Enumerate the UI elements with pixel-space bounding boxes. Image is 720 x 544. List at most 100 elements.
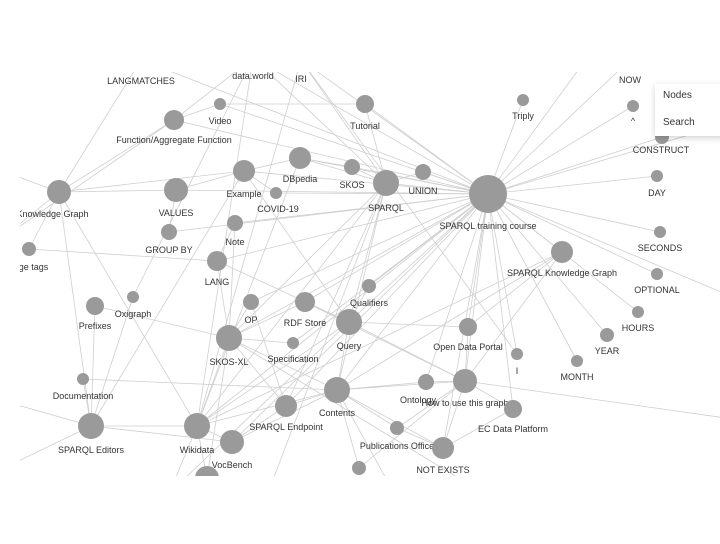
node-circle[interactable] [551,241,573,263]
node-circle[interactable] [220,430,244,454]
graph-node[interactable]: Tutorial [350,95,380,131]
node-circle[interactable] [511,348,523,360]
graph-node[interactable]: HOURS [622,306,655,333]
node-circle[interactable] [47,180,71,204]
node-circle[interactable] [270,187,282,199]
graph-node[interactable]: Specification [267,337,319,364]
graph-node[interactable]: SECONDS [638,226,683,253]
graph-node[interactable]: LANGMATCHES [107,72,175,86]
graph-node[interactable]: Query [336,309,362,351]
graph-node[interactable]: SPARQL training course [439,175,537,231]
node-circle[interactable] [469,175,507,213]
node-circle[interactable] [627,100,639,112]
graph-node[interactable]: Triply [512,94,534,121]
node-circle[interactable] [344,159,360,175]
graph-node[interactable]: SPARQL Knowledge Graph [507,241,617,278]
node-circle[interactable] [324,377,350,403]
node-circle[interactable] [632,306,644,318]
node-circle[interactable] [86,297,104,315]
node-circle[interactable] [459,318,477,336]
graph-node[interactable]: RDF Store [284,292,327,328]
node-circle[interactable] [415,164,431,180]
node-circle[interactable] [161,224,177,240]
graph-node[interactable]: IRI [295,72,307,84]
node-circle[interactable] [289,147,311,169]
graph-node[interactable]: UNION [409,164,438,196]
graph-node[interactable]: DBpedia [283,147,318,184]
node-circle[interactable] [207,251,227,271]
node-circle[interactable] [216,325,242,351]
graph-node[interactable]: SKOS [339,159,365,190]
graph-node[interactable]: Contents [319,377,356,418]
node-circle[interactable] [651,268,663,280]
graph-node[interactable]: SPARQL Editors [58,413,125,455]
node-circle[interactable] [227,215,243,231]
graph-node[interactable]: Video [209,98,232,126]
graph-node[interactable]: YEAR [595,328,620,356]
node-circle[interactable] [22,242,36,256]
node-circle[interactable] [243,294,259,310]
graph-node[interactable]: SPARQL [368,170,404,213]
graph-node[interactable]: Note [225,215,245,247]
menu-item-nodes[interactable]: Nodes [663,90,692,101]
node-circle[interactable] [432,437,454,459]
node-circle[interactable] [356,95,374,113]
graph-node[interactable]: Ontology [400,374,437,405]
graph-node[interactable]: DAY [648,170,666,198]
node-circle[interactable] [504,400,522,418]
graph-node[interactable]: Function/Aggregate Function [116,110,232,145]
node-circle[interactable] [600,328,614,342]
node-circle[interactable] [275,395,297,417]
graph-node[interactable]: NOW [619,72,642,85]
node-circle[interactable] [127,291,139,303]
graph-node[interactable]: EC Data Platform [478,400,548,434]
node-circle[interactable] [352,461,366,475]
node-circle[interactable] [295,292,315,312]
node-circle[interactable] [571,355,583,367]
graph-node[interactable]: Oxigraph [115,291,152,319]
graph-node[interactable]: COVID-19 [257,187,299,214]
node-circle[interactable] [517,94,529,106]
node-circle[interactable] [184,413,210,439]
graph-node[interactable]: VALUES [159,178,194,218]
node-circle[interactable] [214,98,226,110]
graph-node[interactable]: GROUP BY [145,224,193,255]
node-circle[interactable] [651,170,663,182]
node-circle[interactable] [373,170,399,196]
node-circle[interactable] [78,413,104,439]
graph-node[interactable]: language tags [20,242,49,272]
node-circle[interactable] [287,337,299,349]
graph-node[interactable]: ^ [627,100,639,126]
node-circle[interactable] [195,466,219,476]
graph-node[interactable]: Publications Office [360,421,434,451]
graph-node[interactable]: EU Knowledge Graph [20,180,89,219]
node-circle[interactable] [164,178,188,202]
menu-item-search[interactable]: Search [663,117,695,128]
node-circle[interactable] [362,279,376,293]
node-circle[interactable] [390,421,404,435]
node-circle[interactable] [164,110,184,130]
graph-node[interactable]: How to use this graph [421,369,509,408]
graph-node[interactable]: SPARQL Endpoint [249,395,323,432]
graph-node[interactable]: OPTIONAL [634,268,680,295]
node-circle[interactable] [233,160,255,182]
graph-node[interactable] [352,461,366,475]
graph-node[interactable]: VocBench [212,430,253,470]
node-circle[interactable] [654,226,666,238]
graph-node[interactable]: Qualifiers [350,279,389,308]
graph-node[interactable]: NOT EXISTS [416,437,470,475]
graph-node[interactable]: LANG [205,251,230,287]
node-circle[interactable] [336,309,362,335]
node-circle[interactable] [418,374,434,390]
graph-node[interactable]: Prefixes [79,297,112,331]
graph-node[interactable]: Wikidata [180,413,215,455]
graph-node[interactable]: I [511,348,523,376]
graph-node[interactable]: Documentation [53,373,114,401]
node-circle[interactable] [453,369,477,393]
node-circle[interactable] [77,373,89,385]
graph-node[interactable]: SKOS-XL [209,325,249,367]
graph-node[interactable]: OP [243,294,259,325]
graph-node[interactable] [195,466,219,476]
